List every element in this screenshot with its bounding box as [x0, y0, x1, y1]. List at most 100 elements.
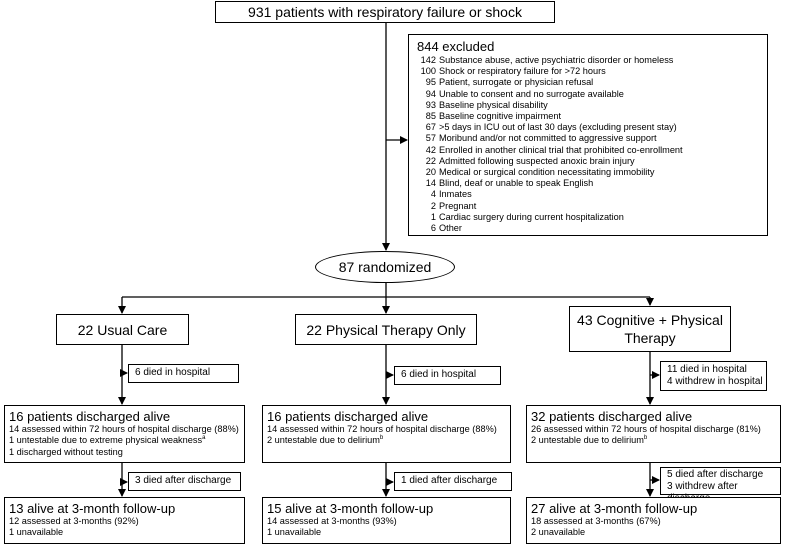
- exclusion-text: Cardiac surgery during current hospitali…: [439, 211, 624, 222]
- discharged-box: 16 patients discharged alive 14 assessed…: [262, 405, 511, 463]
- arm-cognitive-physical-box: 43 Cognitive + Physical Therapy: [569, 306, 731, 352]
- exclusion-count: 142: [420, 55, 436, 65]
- hospital-events-box: 6 died in hospital: [128, 364, 239, 383]
- hospital-events-box: 6 died in hospital: [394, 366, 501, 385]
- randomized-text: 87 randomized: [338, 259, 432, 275]
- discharge-line: 2 untestable due to deliriumb: [267, 435, 384, 446]
- discharge-line: 1 discharged without testing: [9, 446, 123, 457]
- post-discharge-events-box: 3 died after discharge: [128, 472, 241, 491]
- discharged-title: 16 patients discharged alive: [267, 409, 429, 424]
- exclusion-count: 6: [430, 223, 436, 234]
- exclusion-count: 85: [425, 111, 436, 122]
- event-line: 6 died in hospital: [401, 369, 477, 380]
- exclusion-text: Medical or surgical condition necessitat…: [439, 167, 655, 178]
- arm-physical-therapy-box: 22 Physical Therapy Only: [295, 314, 477, 345]
- event-line: 3 died after discharge: [135, 475, 232, 486]
- followup-title: 27 alive at 3-month follow-up: [531, 501, 698, 516]
- followup-line: 12 assessed at 3-months (92%): [9, 516, 139, 526]
- exclusion-count: 4: [430, 189, 436, 200]
- exclusion-count: 95: [425, 77, 436, 88]
- post-discharge-events-box: 5 died after discharge 3 withdrew after …: [660, 467, 781, 504]
- exclusion-text: Patient, surrogate or physician refusal: [439, 77, 594, 88]
- exclusion-text: Admitted following suspected anoxic brai…: [439, 155, 635, 166]
- exclusion-count: 1: [430, 211, 436, 222]
- excluded-title: 844 excluded: [417, 39, 495, 54]
- exclusion-text: Moribund and/or not committed to aggress…: [439, 133, 657, 144]
- followup-box: 27 alive at 3-month follow-up 18 assesse…: [526, 497, 781, 544]
- enrollment-box: 931 patients with respiratory failure or…: [215, 1, 555, 23]
- exclusion-reason: 67>5 days in ICU out of last 30 days (ex…: [417, 122, 767, 133]
- discharge-line: 14 assessed within 72 hours of hospital …: [267, 424, 497, 434]
- followup-line: 1 unavailable: [267, 527, 322, 538]
- event-line: 11 died in hospital: [667, 364, 747, 375]
- followup-box: 13 alive at 3-month follow-up 12 assesse…: [4, 497, 245, 544]
- hospital-events-box: 11 died in hospital 4 withdrew in hospit…: [660, 361, 767, 391]
- followup-line: 14 assessed at 3-months (93%): [267, 516, 397, 526]
- discharged-box: 32 patients discharged alive 26 assessed…: [526, 405, 781, 463]
- exclusion-text: Baseline cognitive impairment: [439, 111, 562, 122]
- event-line: 1 died after discharge: [401, 475, 498, 486]
- followup-line: 1 unavailable: [9, 527, 64, 538]
- exclusion-count: 2: [430, 200, 436, 211]
- exclusion-text: Unable to consent and no surrogate avail…: [439, 88, 624, 99]
- discharge-line: 26 assessed within 72 hours of hospital …: [531, 424, 761, 434]
- exclusion-count: 57: [425, 133, 436, 144]
- post-discharge-events-box: 1 died after discharge: [394, 472, 512, 491]
- footnote-mark: b: [379, 435, 384, 442]
- followup-box: 15 alive at 3-month follow-up 14 assesse…: [262, 497, 511, 544]
- footnote-mark: b: [643, 435, 648, 442]
- discharged-box: 16 patients discharged alive 14 assessed…: [4, 405, 245, 463]
- arm-title: 43 Cognitive + Physical Therapy: [577, 312, 723, 346]
- discharged-title: 16 patients discharged alive: [9, 409, 171, 424]
- exclusion-count: 22: [425, 155, 436, 166]
- exclusion-count: 100: [420, 66, 436, 77]
- followup-title: 13 alive at 3-month follow-up: [9, 501, 176, 516]
- event-line: 6 died in hospital: [135, 367, 211, 378]
- arm-title: 22 Physical Therapy Only: [306, 321, 466, 338]
- exclusion-text: Pregnant: [439, 200, 477, 211]
- followup-line: 18 assessed at 3-months (67%): [531, 516, 661, 526]
- discharged-title: 32 patients discharged alive: [531, 409, 693, 424]
- discharge-line: 14 assessed within 72 hours of hospital …: [9, 424, 239, 434]
- followup-line: 2 unavailable: [531, 527, 586, 538]
- exclusion-text: Blind, deaf or unable to speak English: [439, 178, 594, 189]
- enrollment-text: 931 patients with respiratory failure or…: [248, 4, 522, 20]
- exclusion-text: Inmates: [439, 189, 472, 200]
- exclusion-text: Enrolled in another clinical trial that …: [439, 144, 683, 155]
- event-line: 5 died after discharge: [667, 469, 764, 480]
- exclusion-text: Baseline physical disability: [439, 99, 548, 110]
- exclusion-text: Substance abuse, active psychiatric diso…: [439, 55, 674, 65]
- exclusion-text: >5 days in ICU out of last 30 days (excl…: [439, 122, 677, 133]
- followup-title: 15 alive at 3-month follow-up: [267, 501, 434, 516]
- exclusion-count: 42: [425, 144, 436, 155]
- exclusion-count: 20: [425, 167, 436, 178]
- arm-title: 22 Usual Care: [77, 321, 168, 338]
- footnote-mark: a: [202, 435, 206, 442]
- discharge-line: 1 untestable due to extreme physical wea…: [9, 435, 206, 446]
- discharge-line: 2 untestable due to deliriumb: [531, 435, 648, 446]
- exclusion-count: 94: [425, 88, 436, 99]
- exclusion-text: Shock or respiratory failure for >72 hou…: [439, 66, 606, 77]
- exclusion-text: Other: [439, 223, 462, 234]
- arm-usual-care-box: 22 Usual Care: [56, 314, 189, 345]
- event-line: 4 withdrew in hospital: [667, 376, 763, 387]
- exclusion-count: 93: [425, 99, 436, 110]
- randomized-oval: 87 randomized: [315, 251, 455, 283]
